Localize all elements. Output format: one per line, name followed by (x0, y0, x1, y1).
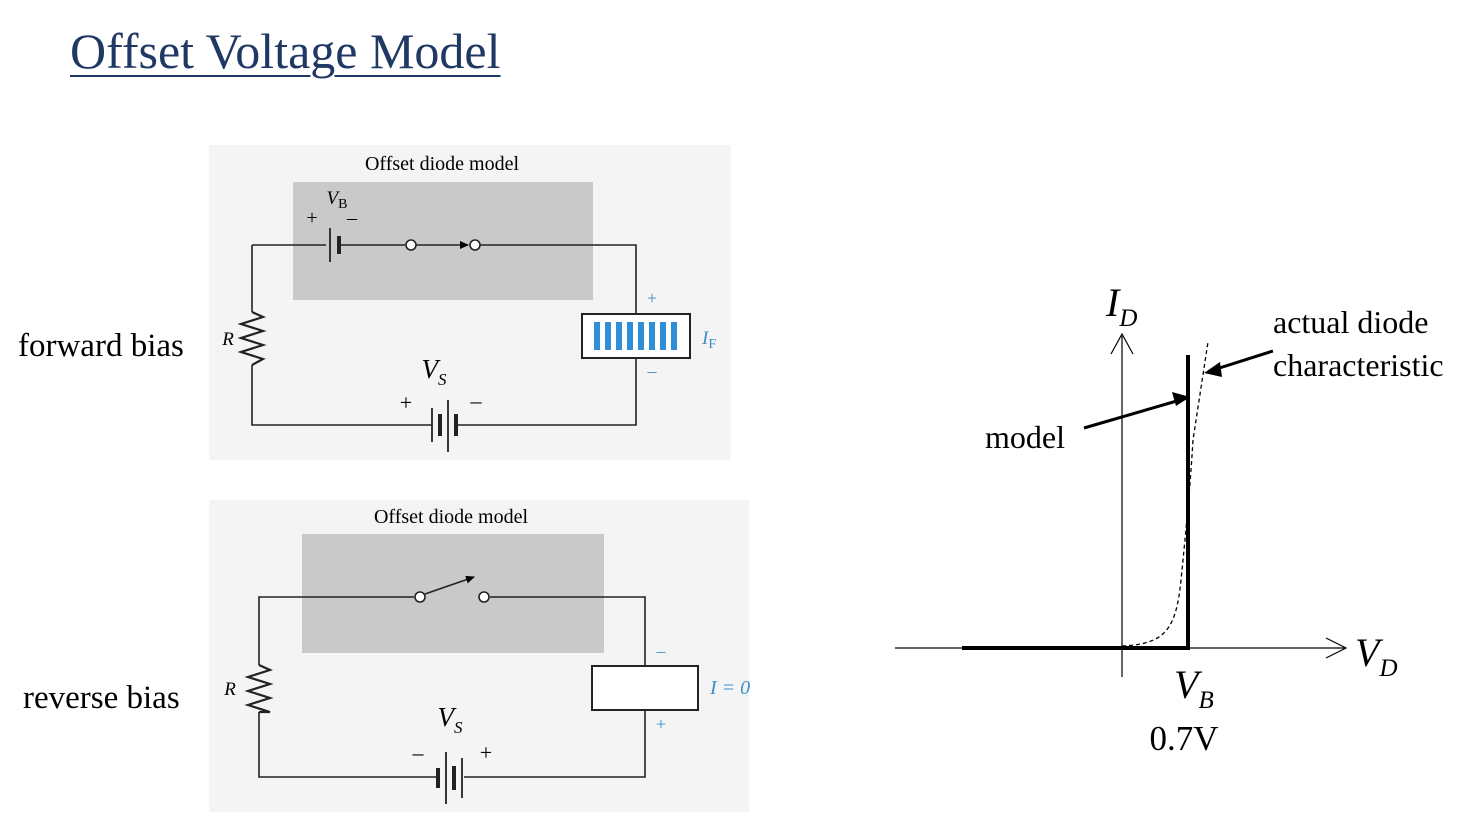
iv-graph: ID VD VB 0.7V model actual diode charact… (895, 280, 1444, 758)
model-annotation-arrow (1083, 396, 1188, 430)
forward-vs-label: VS (422, 354, 448, 389)
reverse-switch-terminal-left (414, 591, 426, 603)
reverse-offset-model-box (302, 534, 604, 653)
reverse-circuit: Offset diode model R – + I = 0 VS – + (209, 500, 750, 812)
forward-switch-terminal-right (469, 239, 481, 251)
reverse-current-label: I = 0 (709, 677, 750, 699)
reverse-box-title: Offset diode model (374, 506, 528, 528)
actual-characteristic-curve (1121, 341, 1209, 647)
reverse-open-switch (424, 575, 475, 595)
forward-bias-label: forward bias (18, 328, 184, 364)
forward-box-title: Offset diode model (365, 153, 519, 175)
reverse-meter-plus: + (656, 714, 666, 734)
reverse-switch-terminal-right (478, 591, 490, 603)
x-axis-label: VD (1355, 630, 1398, 682)
reverse-meter (591, 665, 699, 711)
actual-annotation-line2: characteristic (1273, 347, 1444, 383)
vb-symbol: VB (327, 188, 348, 212)
reverse-meter-minus: – (656, 641, 667, 661)
actual-annotation-arrowhead (1204, 362, 1222, 377)
forward-circuit: Offset diode model VB + – R + – IF (209, 145, 731, 460)
reverse-resistor-label: R (223, 679, 236, 700)
forward-resistor-label: R (221, 329, 234, 350)
reverse-source-minus: – (412, 740, 425, 765)
forward-current-label: IF (701, 328, 716, 352)
reverse-resistor (244, 663, 274, 714)
forward-switch-terminal-left (405, 239, 417, 251)
reverse-source-plus: + (480, 740, 492, 765)
forward-meter-minus: – (647, 361, 658, 381)
reverse-vs-label: VS (438, 702, 464, 737)
y-axis-label: ID (1105, 280, 1137, 332)
slide-title: Offset Voltage Model (70, 23, 501, 79)
forward-meter-plus: + (647, 288, 657, 308)
vb-minus: – (346, 207, 358, 229)
model-annotation: model (985, 419, 1065, 455)
threshold-label: VB (1174, 662, 1214, 714)
forward-offset-model-box (293, 182, 593, 300)
threshold-value: 0.7V (1149, 719, 1218, 758)
forward-wires (251, 244, 637, 426)
forward-source-minus: – (470, 388, 483, 413)
vb-plus: + (306, 207, 317, 229)
actual-annotation-line1: actual diode (1273, 304, 1428, 340)
forward-meter-bars (594, 322, 677, 350)
reverse-bias-label: reverse bias (23, 680, 180, 716)
model-annotation-arrowhead (1172, 392, 1190, 406)
x-axis-arrowhead (1325, 637, 1348, 659)
forward-resistor (237, 310, 267, 366)
reverse-wires (258, 596, 646, 778)
forward-source-plus: + (400, 390, 412, 415)
model-characteristic-line (962, 355, 1190, 650)
y-axis-arrowhead (1110, 332, 1134, 355)
